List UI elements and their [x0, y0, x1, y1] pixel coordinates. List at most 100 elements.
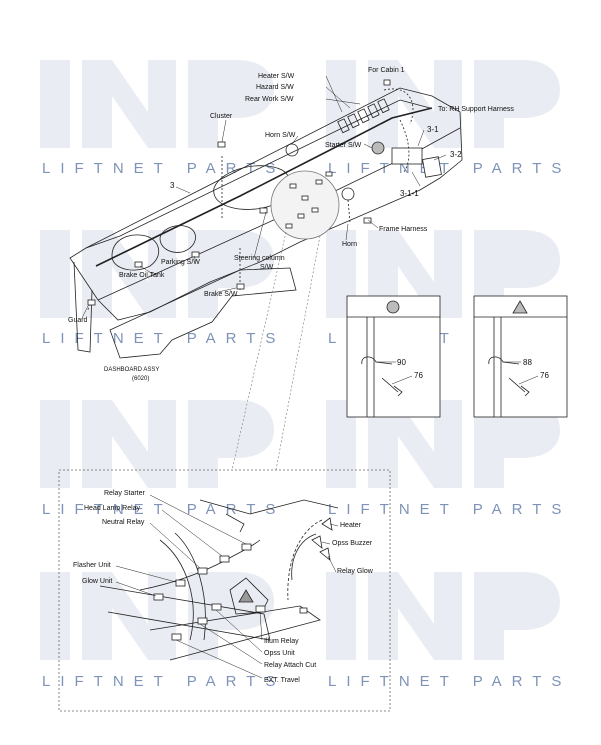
switch-bank: [337, 98, 390, 134]
relay-block: [391, 147, 423, 165]
dashboard-labels: Heater S/W Hazard S/W Rear Work S/W Horn…: [68, 67, 514, 382]
label-hazard-sw: Hazard S/W: [256, 84, 294, 91]
label-opss-buzzer: Opss Buzzer: [332, 540, 373, 547]
detail-triangle-box: [473, 295, 568, 418]
dashboard-assembly: [69, 75, 463, 471]
label-opss-unit: Opss Unit: [264, 650, 295, 657]
relay-leader-lines: [115, 494, 339, 679]
label-dashboard-assy: DASHBOARD ASSY: [104, 367, 159, 373]
label-ref-3-2: 3-2: [450, 150, 462, 159]
watermark-text: LIFTNET PARTS: [42, 501, 285, 518]
label-head-lamp-relay: Head Lamp Relay: [84, 505, 141, 512]
relay: [197, 567, 208, 575]
label-starter-sw: Starter S/W: [325, 142, 362, 149]
label-brake-sw: Brake S/W: [204, 291, 238, 298]
clamp: [361, 356, 393, 365]
label-to-rh-support: To: RH Support Harness: [438, 106, 514, 113]
relay-harness-branch: [291, 533, 317, 581]
label-for-cabin: For Cabin 1: [368, 67, 405, 74]
label-flasher-unit: Flasher Unit: [73, 562, 111, 569]
steering-column-bubble: [270, 170, 340, 240]
label-guard: Guard: [68, 317, 88, 324]
dashboard-top-edge: [85, 99, 431, 249]
label-ref-3: 3: [170, 181, 175, 190]
label-steering-column: Steering column: [234, 255, 285, 262]
projection-line: [275, 235, 321, 471]
guard-bracket: [73, 261, 93, 353]
branch-wire: [347, 199, 351, 223]
leader-lines: [81, 75, 447, 319]
dashboard-floor-plate: [109, 267, 297, 359]
detail-triangle-number-2: 76: [540, 371, 549, 380]
connectors: [87, 79, 391, 306]
label-steering-column-sw: S/W: [260, 264, 274, 271]
watermark-logo: [326, 572, 560, 660]
triangle-marker: [238, 589, 254, 603]
relay: [197, 617, 208, 625]
label-brake-oil-tank: Brake Oil Tank: [119, 272, 165, 279]
label-frame-harness: Frame Harness: [379, 226, 428, 233]
detail-circle-number-1: 90: [397, 358, 406, 367]
opss-buzzer-connector: [311, 535, 323, 549]
bolt: [508, 377, 530, 397]
projection-line: [231, 231, 287, 471]
label-neutral-relay: Neutral Relay: [102, 519, 145, 526]
label-ref-3-1-1: 3-1-1: [400, 189, 419, 198]
label-rear-work-sw: Rear Work S/W: [245, 96, 294, 103]
detail-circle-number-2: 76: [414, 371, 423, 380]
relay: [211, 603, 222, 611]
relay-detail-box: [58, 469, 391, 712]
dashboard-cowl: [69, 87, 463, 321]
watermark-text: LIFTNET PARTS: [328, 501, 571, 518]
brake-oil-tank-cap: [159, 225, 196, 253]
watermark-text: LIFTNET PARTS: [328, 673, 571, 690]
detail-triangle-number-1: 88: [523, 358, 532, 367]
label-horn-sw: Horn S/W: [265, 132, 296, 139]
relays: [153, 543, 308, 641]
label-relay-glow: Relay Glow: [337, 568, 374, 575]
main-harness: [95, 107, 433, 267]
relay: [299, 607, 308, 614]
brake-oil-tank-outline: [111, 234, 159, 271]
bolt: [381, 377, 403, 397]
label-relay-attach-cut: Relay Attach Cut: [264, 662, 316, 669]
label-illum-relay: Illum Relay: [264, 638, 299, 645]
relay-harness-branch: [287, 519, 323, 601]
starter-switch: [371, 141, 385, 155]
label-dashboard-code: (6020): [132, 376, 149, 382]
label-relay-starter: Relay Starter: [104, 490, 146, 497]
triangle-symbol: [512, 300, 528, 314]
relay-panel-edge: [199, 499, 339, 515]
watermark: LIFTNET PARTS LIFTNET PARTS LIFTNET PART…: [40, 60, 571, 690]
relay-module: [422, 156, 442, 178]
detail-circle-box: [346, 295, 441, 418]
relay: [241, 543, 252, 551]
relay: [255, 605, 266, 613]
relay: [219, 555, 230, 563]
relay: [175, 579, 186, 587]
clamp: [488, 356, 520, 365]
label-cluster: Cluster: [210, 113, 233, 120]
watermark-text: LIFTNET PARTS: [328, 160, 571, 177]
label-heater: Heater: [340, 522, 362, 529]
branch-wire: [399, 119, 410, 173]
label-ext-travel: EXT. Travel: [264, 677, 300, 684]
relay-glow-connector: [319, 547, 331, 561]
watermark-text: LIFTNET PARTS: [42, 673, 285, 690]
relay-panel-edge: [159, 532, 206, 641]
circle-symbol: [386, 300, 400, 314]
watermark-text: LIFTNET PARTS: [42, 160, 285, 177]
horn: [341, 187, 355, 201]
watermark-logo: [326, 400, 560, 488]
watermark-logos: [40, 60, 560, 660]
label-glow-unit: Glow Unit: [82, 578, 112, 585]
relay: [153, 593, 164, 601]
relay-panel-edge: [225, 513, 245, 533]
relay-labels: Relay Starter Head Lamp Relay Neutral Re…: [73, 490, 374, 684]
relay: [171, 633, 182, 641]
watermark-logo: [40, 60, 274, 148]
label-parking-sw: Parking S/W: [161, 259, 200, 266]
watermark-text: LIFTNET PARTS: [42, 330, 285, 347]
label-heater-sw: Heater S/W: [258, 73, 295, 80]
